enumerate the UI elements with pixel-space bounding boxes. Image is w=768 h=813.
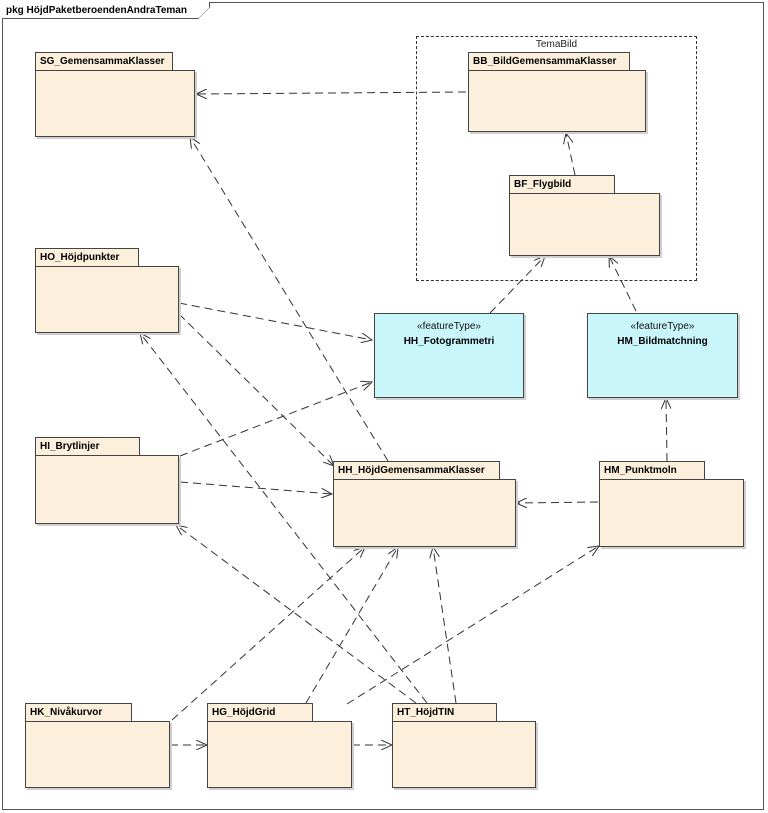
- package-tab: BF_Flygbild: [509, 175, 615, 193]
- edge-hi-hhf: [179, 382, 372, 457]
- package-tab: HK_Nivåkurvor: [25, 703, 132, 721]
- package-hk[interactable]: HK_Nivåkurvor: [25, 703, 170, 788]
- edge-ht-ho: [140, 333, 428, 704]
- edge-ht-hh: [433, 547, 457, 704]
- package-body: [35, 70, 195, 137]
- package-bb[interactable]: BB_BildGemensammaKlasser: [468, 52, 646, 132]
- edge-bf-bb: [566, 133, 576, 176]
- edge-bb-sg: [196, 92, 467, 94]
- package-body: [392, 721, 536, 788]
- featuretype-name: HM_Bildmatchning: [617, 336, 708, 347]
- edge-ht-hmp: [346, 546, 599, 705]
- package-ho[interactable]: HO_Höjdpunkter: [35, 248, 179, 333]
- edge-hk-hh: [171, 547, 365, 721]
- package-tab: HM_Punktmoln: [599, 461, 705, 479]
- package-tab: HI_Brytlinjer: [35, 437, 140, 455]
- temabild-boundary: TemaBild: [416, 36, 697, 281]
- package-tab: SG_GemensammaKlasser: [35, 52, 173, 70]
- package-body: [468, 70, 646, 132]
- edge-ho-hhf: [178, 302, 372, 340]
- edge-hh-sg: [190, 137, 389, 462]
- featuretype-name: HH_Fotogrammetri: [403, 336, 495, 347]
- featuretype-hh-fotogrammetri[interactable]: «featureType» HH_Fotogrammetri: [374, 313, 524, 398]
- stereotype-label: «featureType»: [417, 321, 481, 332]
- edge-ht-hi: [176, 525, 417, 704]
- package-tab: HG_HöjdGrid: [207, 703, 313, 721]
- featuretype-hm-bildmatchning[interactable]: «featureType» HM_Bildmatchning: [587, 313, 738, 398]
- edge-hg-hh: [305, 547, 398, 704]
- edge-hmb-bf: [609, 256, 637, 312]
- stereotype-label: «featureType»: [630, 321, 695, 332]
- edge-hi-hh: [179, 481, 332, 494]
- package-body: [25, 721, 170, 788]
- package-hm-punktmoln[interactable]: HM_Punktmoln: [599, 461, 744, 547]
- package-body: [333, 479, 516, 547]
- package-sg[interactable]: SG_GemensammaKlasser: [35, 52, 195, 137]
- package-tab: HH_HöjdGemensammaKlasser: [333, 461, 500, 479]
- edge-hmp-hmb: [666, 398, 667, 462]
- package-hg[interactable]: HG_HöjdGrid: [207, 703, 352, 788]
- package-tab: HT_HöjdTIN: [392, 703, 497, 721]
- package-body: [599, 479, 744, 547]
- boundary-label: TemaBild: [535, 39, 578, 50]
- package-tab: BB_BildGemensammaKlasser: [468, 52, 630, 70]
- package-body: [207, 721, 352, 788]
- edge-hhf-bf: [489, 256, 545, 314]
- edge-hmp-hh: [516, 502, 599, 503]
- package-bf[interactable]: BF_Flygbild: [509, 175, 660, 256]
- package-body: [35, 455, 179, 524]
- package-hi[interactable]: HI_Brytlinjer: [35, 437, 179, 524]
- package-tab: HO_Höjdpunkter: [35, 248, 139, 266]
- edge-ho-hh: [178, 313, 334, 466]
- package-body: [35, 266, 179, 333]
- package-ht[interactable]: HT_HöjdTIN: [392, 703, 536, 788]
- package-body: [509, 193, 660, 256]
- frame-title: pkg HöjdPaketberoendenAndraTeman: [2, 2, 210, 19]
- package-hh[interactable]: HH_HöjdGemensammaKlasser: [333, 461, 516, 547]
